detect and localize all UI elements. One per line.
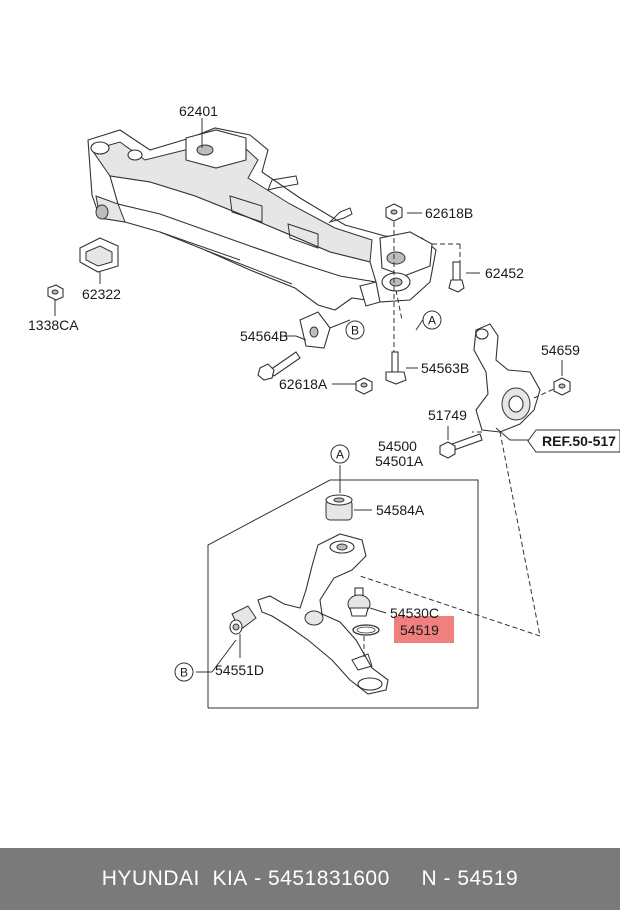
mount-bracket-62322 <box>79 237 119 273</box>
bolt-51749 <box>439 433 483 459</box>
snap-ring-54519 <box>352 624 380 636</box>
nut-62618A <box>355 377 373 395</box>
footer-part-number: 5451831600 <box>267 867 390 890</box>
label-54659: 54659 <box>541 342 580 358</box>
label-54563B: 54563B <box>421 360 469 376</box>
label-51749: 51749 <box>428 407 467 423</box>
part-highlight-box <box>394 616 454 643</box>
subframe-crossmember <box>87 127 437 349</box>
label-54501A: 54501A <box>375 453 424 469</box>
label-62618B: 62618B <box>425 205 473 221</box>
callout-a-upper: A <box>422 310 442 330</box>
ball-joint-54530C <box>347 587 371 617</box>
callout-b-lower-text: B <box>180 666 188 680</box>
footer-separator-2: - <box>437 867 458 890</box>
label-62618A: 62618A <box>279 376 328 392</box>
reference-label: REF.50-517 <box>542 433 616 449</box>
footer-n-value: 54519 <box>457 867 519 890</box>
callout-b-lower: B <box>174 662 194 682</box>
label-54564B: 54564B <box>240 328 288 344</box>
label-1338CA: 1338CA <box>28 317 79 333</box>
nut-1338CA <box>47 284 64 301</box>
label-62322: 62322 <box>82 286 121 302</box>
bushing-54584A <box>325 494 353 521</box>
dashed-guide-lines <box>339 222 557 660</box>
bolt-54564B <box>257 351 301 381</box>
lower-control-arm <box>257 533 389 695</box>
callout-a-lower: A <box>330 444 350 464</box>
label-54584A: 54584A <box>376 502 425 518</box>
callout-b-upper: B <box>345 320 365 340</box>
exploded-parts-diagram: A B A B REF.50-517 62401 62618B 62452 62… <box>28 103 620 709</box>
reference-box: REF.50-517 <box>527 429 620 453</box>
callout-a-upper-text: A <box>428 314 436 328</box>
steering-knuckle <box>473 323 541 433</box>
label-54530C: 54530C <box>390 605 439 621</box>
label-54551D: 54551D <box>215 662 264 678</box>
bushing-54551D <box>229 605 257 635</box>
nut-62618B <box>385 203 403 222</box>
label-54519: 54519 <box>400 622 439 638</box>
part-number-footer: HYUNDAI KIA - 5451831600 N - 54519 <box>0 848 620 910</box>
footer-n-label: N <box>421 867 438 890</box>
bolt-62452 <box>448 261 465 293</box>
label-54500: 54500 <box>378 438 417 454</box>
nut-54659 <box>553 377 571 396</box>
bolt-54563B <box>385 351 407 385</box>
footer-gap <box>390 867 422 891</box>
label-62401: 62401 <box>179 103 218 119</box>
label-62452: 62452 <box>485 265 524 281</box>
footer-brand: HYUNDAI KIA <box>101 867 248 890</box>
callout-a-lower-text: A <box>336 448 344 462</box>
lower-arm-assembly-frame <box>207 479 479 709</box>
footer-separator: - <box>247 867 268 890</box>
callout-b-upper-text: B <box>351 324 359 338</box>
